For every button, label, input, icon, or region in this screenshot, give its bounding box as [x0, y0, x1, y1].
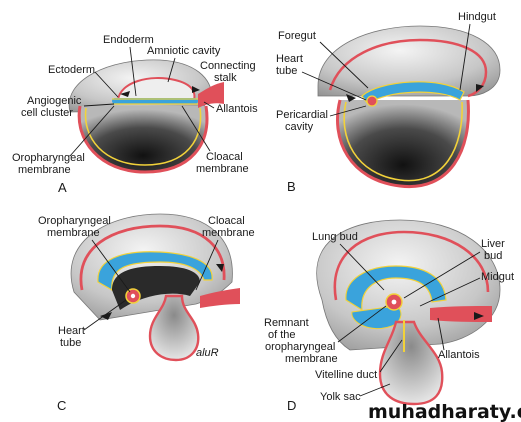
label-heart-tube-c-2: tube	[60, 337, 81, 349]
panel-d: D Lung bud Liver bud Midgut Remnant of t…	[264, 219, 514, 413]
label-midgut: Midgut	[481, 271, 514, 283]
label-cloacal-c-2: membrane	[202, 227, 255, 239]
panel-c-gut-tube	[97, 251, 213, 292]
signature-mark: aluR	[196, 347, 219, 359]
panel-a: A Endoderm Amniotic cavity Ectoderm Conn…	[12, 34, 258, 195]
label-oropharyngeal-c-2: membrane	[47, 227, 100, 239]
label-heart-tube-b-1: Heart	[276, 53, 303, 65]
label-pericardial-2: cavity	[285, 121, 314, 133]
panel-b-heart-tube	[366, 95, 378, 107]
label-angiogenic-1: Angiogenic	[27, 95, 82, 107]
label-heart-tube-b-2: tube	[276, 65, 297, 77]
label-vitelline-duct: Vitelline duct	[315, 369, 377, 381]
label-ectoderm: Ectoderm	[48, 64, 95, 76]
label-cloacal-c-1: Cloacal	[208, 215, 245, 227]
label-foregut: Foregut	[278, 30, 316, 42]
label-remnant-1: Remnant	[264, 317, 309, 329]
label-cloacal-a-1: Cloacal	[206, 151, 243, 163]
label-lung-bud: Lung bud	[312, 231, 358, 243]
panel-c-yolk-sac	[148, 294, 200, 362]
label-allantois-d: Allantois	[438, 349, 480, 361]
label-endoderm: Endoderm	[103, 34, 154, 46]
panel-d-letter: D	[287, 398, 296, 413]
label-remnant-2: of the	[268, 329, 296, 341]
label-connecting-stalk-2: stalk	[214, 72, 237, 84]
panel-d-yolk-sac	[378, 320, 444, 406]
panel-a-yolk-sac	[79, 106, 207, 172]
label-remnant-4: membrane	[285, 353, 338, 365]
label-oropharyngeal-a-2: membrane	[18, 164, 71, 176]
label-heart-tube-c-1: Heart	[58, 325, 85, 337]
panel-b-yolk-sac	[337, 100, 469, 187]
panel-c: aluR C Oropharyngeal membrane Cloacal me…	[38, 213, 255, 413]
label-allantois-a: Allantois	[216, 103, 258, 115]
label-cloacal-a-2: membrane	[196, 163, 249, 175]
panel-c-letter: C	[57, 398, 66, 413]
panel-b: B Foregut Hindgut Heart tube Pericardial…	[276, 11, 501, 194]
label-hindgut: Hindgut	[458, 11, 496, 23]
label-remnant-3: oropharyngeal	[265, 341, 335, 353]
label-yolk-sac: Yolk sac	[320, 391, 361, 403]
label-liver-bud-1: Liver	[481, 238, 505, 250]
label-pericardial-1: Pericardial	[276, 109, 328, 121]
label-angiogenic-2: cell cluster	[21, 107, 73, 119]
label-oropharyngeal-c-1: Oropharyngeal	[38, 215, 111, 227]
panel-a-connecting-stalk	[198, 82, 224, 108]
label-amniotic-cavity: Amniotic cavity	[147, 45, 221, 57]
panel-b-gut-tube	[361, 81, 465, 105]
label-oropharyngeal-a-1: Oropharyngeal	[12, 152, 85, 164]
label-liver-bud-2: bud	[484, 250, 502, 262]
watermark-text: muhadharaty.com	[368, 401, 521, 422]
panel-a-letter: A	[58, 180, 67, 195]
panel-b-letter: B	[287, 179, 296, 194]
label-connecting-stalk-1: Connecting	[200, 60, 256, 72]
